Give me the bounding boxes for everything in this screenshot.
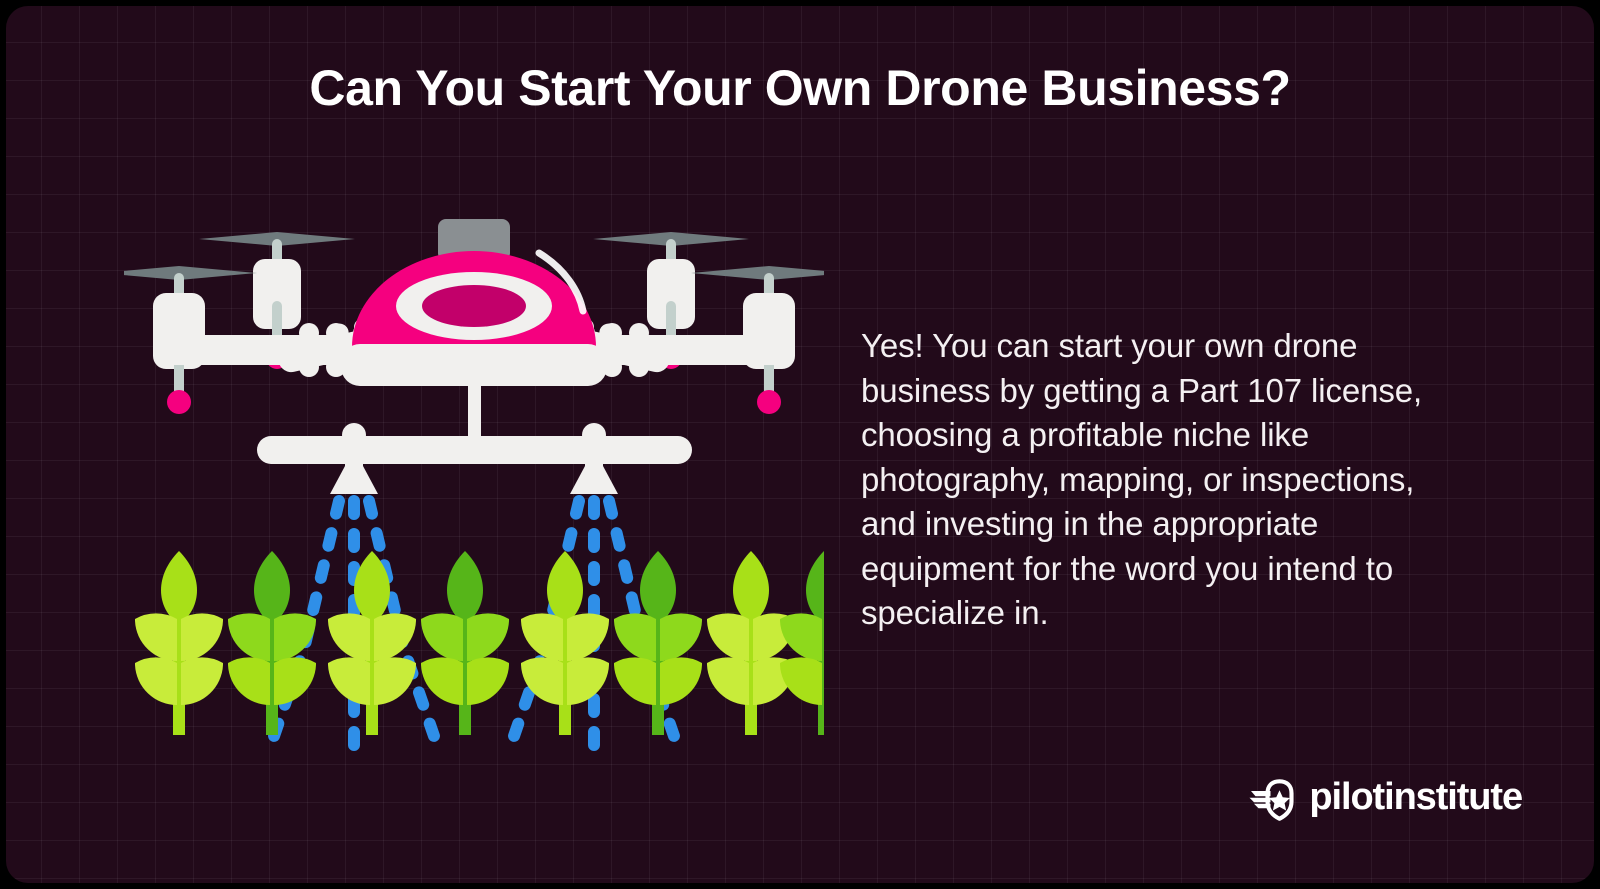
crop-row: [135, 551, 824, 735]
plant: [421, 551, 509, 735]
spray-bar-assembly: [257, 383, 692, 494]
infographic-canvas: Can You Start Your Own Drone Business?: [6, 6, 1594, 883]
spray-stream: [508, 495, 585, 742]
spray-nozzle-right: [570, 423, 618, 494]
plant: [707, 551, 795, 735]
antenna-box: [438, 219, 510, 261]
plant: [521, 551, 609, 735]
spray-nozzle-left: [330, 423, 378, 494]
plant: [228, 551, 316, 735]
plant: [135, 551, 223, 735]
plant: [780, 551, 824, 735]
drone-fuselage: [341, 219, 607, 386]
page-title: Can You Start Your Own Drone Business?: [309, 60, 1291, 116]
brand-logo[interactable]: pilotinstitute: [1248, 773, 1523, 821]
winged-shield-star-icon: [1249, 779, 1294, 821]
chassis-slab: [341, 344, 607, 386]
plant: [328, 551, 416, 735]
drone-illustration: [124, 201, 824, 761]
answer-paragraph: Yes! You can start your own drone busine…: [861, 327, 1423, 631]
plant: [614, 551, 702, 735]
brand-wordmark: pilotinstitute: [1309, 776, 1523, 818]
spray-bar: [257, 436, 692, 464]
spray-stream: [268, 495, 345, 742]
spray-mast: [468, 383, 481, 445]
spray-stream: [363, 495, 440, 742]
